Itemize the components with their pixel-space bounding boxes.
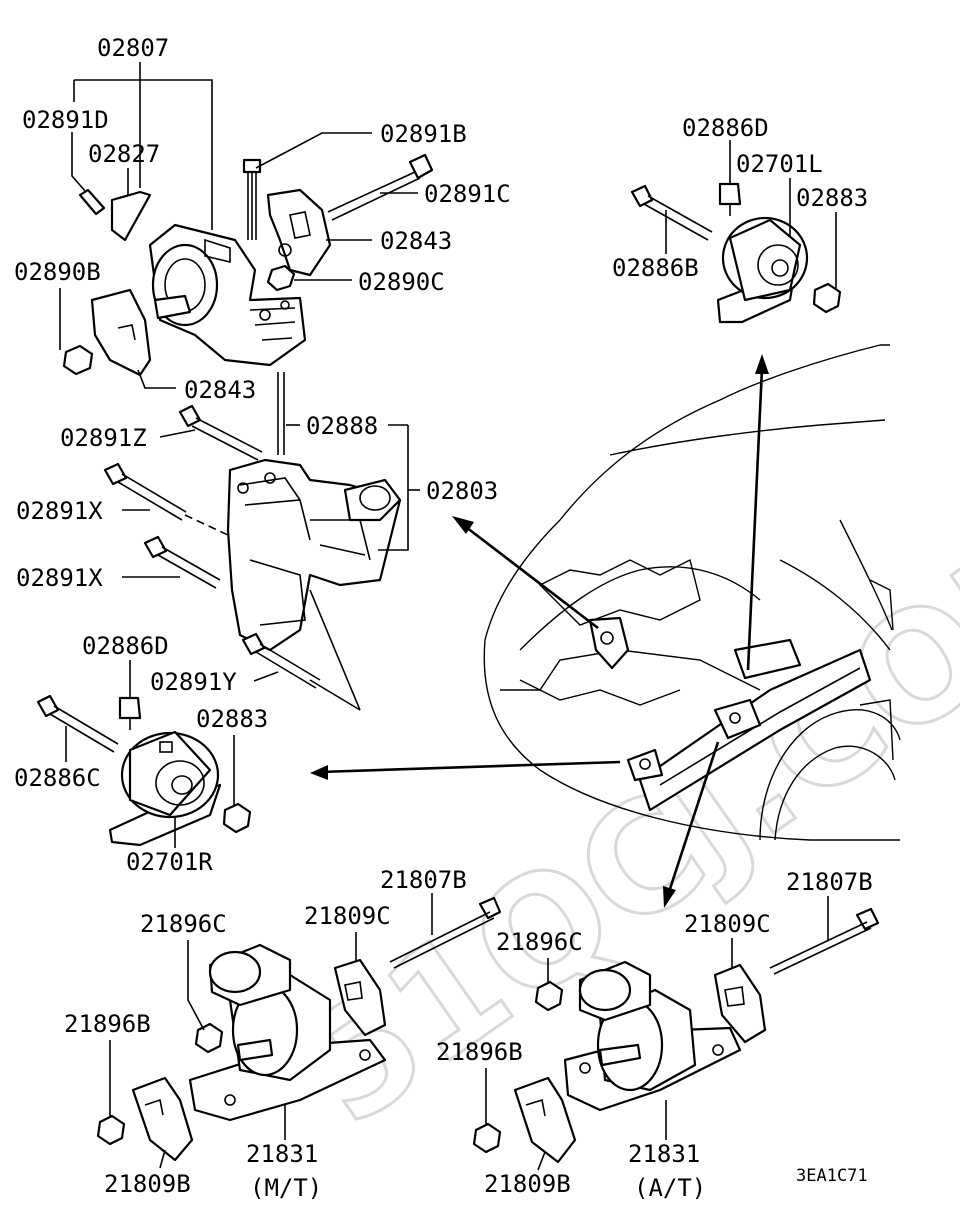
- label-02891X-2: 02891X: [16, 564, 103, 592]
- bracket-02803-assembly: [103, 372, 402, 711]
- label-21896B-left: 21896B: [64, 1010, 151, 1038]
- label-02701R: 02701R: [126, 848, 213, 876]
- label-21896C-left: 21896C: [140, 910, 227, 938]
- label-02827: 02827: [88, 140, 160, 168]
- label-02886B: 02886B: [612, 254, 699, 282]
- label-02843-left: 02843: [184, 376, 256, 404]
- label-21896B-right: 21896B: [436, 1038, 523, 1066]
- transmission-mount-mt: [96, 896, 502, 1162]
- label-21831-left: 21831: [246, 1140, 318, 1168]
- leader-lines: [59, 62, 837, 1171]
- label-02891D: 02891D: [22, 106, 109, 134]
- engine-mount-02701R: [36, 694, 252, 847]
- label-02701L: 02701L: [736, 150, 823, 178]
- callout-arrows: [310, 354, 769, 908]
- label-02888: 02888: [306, 412, 378, 440]
- car-body-outline: [483, 344, 901, 841]
- label-21809B-left: 21809B: [104, 1170, 191, 1198]
- label-02886D-right: 02886D: [682, 114, 769, 142]
- label-02886C: 02886C: [14, 764, 101, 792]
- label-21809B-right: 21809B: [484, 1170, 571, 1198]
- label-02891Y: 02891Y: [150, 668, 237, 696]
- label-mt: (M/T): [250, 1174, 322, 1202]
- label-02890B: 02890B: [14, 258, 101, 286]
- label-02890C: 02890C: [358, 268, 445, 296]
- label-02891C: 02891C: [424, 180, 511, 208]
- label-21809C-right: 21809C: [684, 910, 771, 938]
- label-02891X-1: 02891X: [16, 497, 103, 525]
- label-21831-right: 21831: [628, 1140, 700, 1168]
- figure-code: 3EA1C71: [796, 1166, 868, 1186]
- engine-mount-02807-assembly: [62, 153, 434, 377]
- label-21807B-right: 21807B: [786, 868, 873, 896]
- label-02843-right: 02843: [380, 227, 452, 255]
- label-21896C-right: 21896C: [496, 928, 583, 956]
- label-21809C-left: 21809C: [304, 902, 391, 930]
- label-02803: 02803: [426, 477, 498, 505]
- label-02883-left: 02883: [196, 705, 268, 733]
- label-02807: 02807: [97, 34, 169, 62]
- label-02886D-left: 02886D: [82, 632, 169, 660]
- engine-mount-02701L: [630, 182, 842, 324]
- label-02883-right: 02883: [796, 184, 868, 212]
- label-at: (A/T): [634, 1174, 706, 1202]
- label-02891Z: 02891Z: [60, 424, 147, 452]
- label-02891B: 02891B: [380, 120, 467, 148]
- label-21807B-left: 21807B: [380, 866, 467, 894]
- transmission-mount-at: [472, 907, 880, 1164]
- part-labels: 02807 02891D 02827 02891B 02891C 02843 0…: [14, 34, 873, 1202]
